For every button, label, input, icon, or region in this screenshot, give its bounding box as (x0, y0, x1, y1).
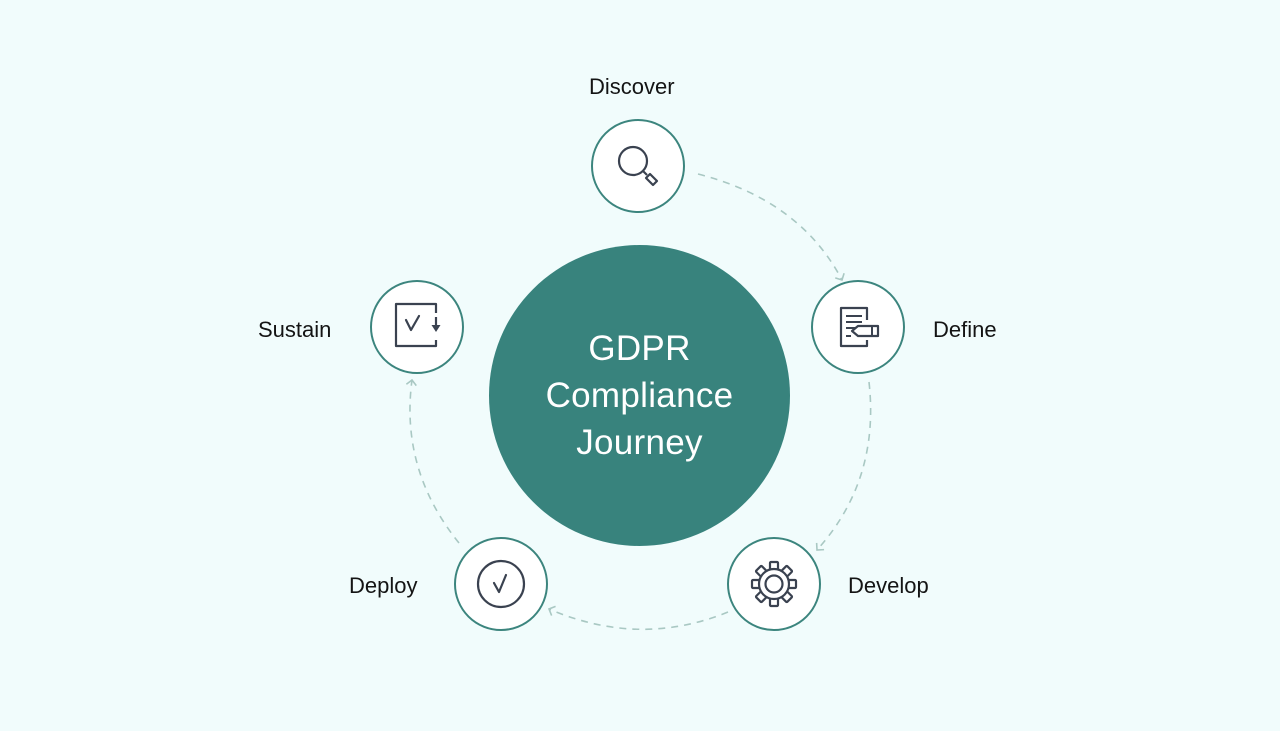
step-label-sustain: Sustain (258, 317, 332, 342)
connector-deploy-sustain (405, 378, 460, 544)
step-label-discover: Discover (589, 74, 675, 99)
step-node-develop (727, 537, 821, 631)
step-node-define (811, 280, 905, 374)
magnifier-icon (617, 145, 659, 187)
document-pencil-icon (839, 306, 880, 348)
center-title-line-3: Journey (576, 423, 703, 462)
connector-define-develop (815, 381, 872, 551)
connector-discover-define (697, 173, 845, 282)
step-label-deploy: Deploy (349, 573, 418, 598)
center-circle: GDPR Compliance Journey (489, 245, 790, 546)
center-title-line-2: Compliance (545, 376, 734, 415)
circle-check-icon (476, 559, 526, 609)
step-node-sustain (370, 280, 464, 374)
step-node-deploy (454, 537, 548, 631)
step-node-discover (591, 119, 685, 213)
center-title-line-1: GDPR (588, 329, 691, 368)
connector-develop-deploy (547, 605, 729, 631)
center-title: GDPR Compliance Journey (546, 325, 734, 466)
gear-icon (750, 560, 798, 608)
square-check-arrow-icon (394, 302, 441, 348)
step-label-develop: Develop (848, 573, 929, 598)
step-label-define: Define (933, 317, 997, 342)
